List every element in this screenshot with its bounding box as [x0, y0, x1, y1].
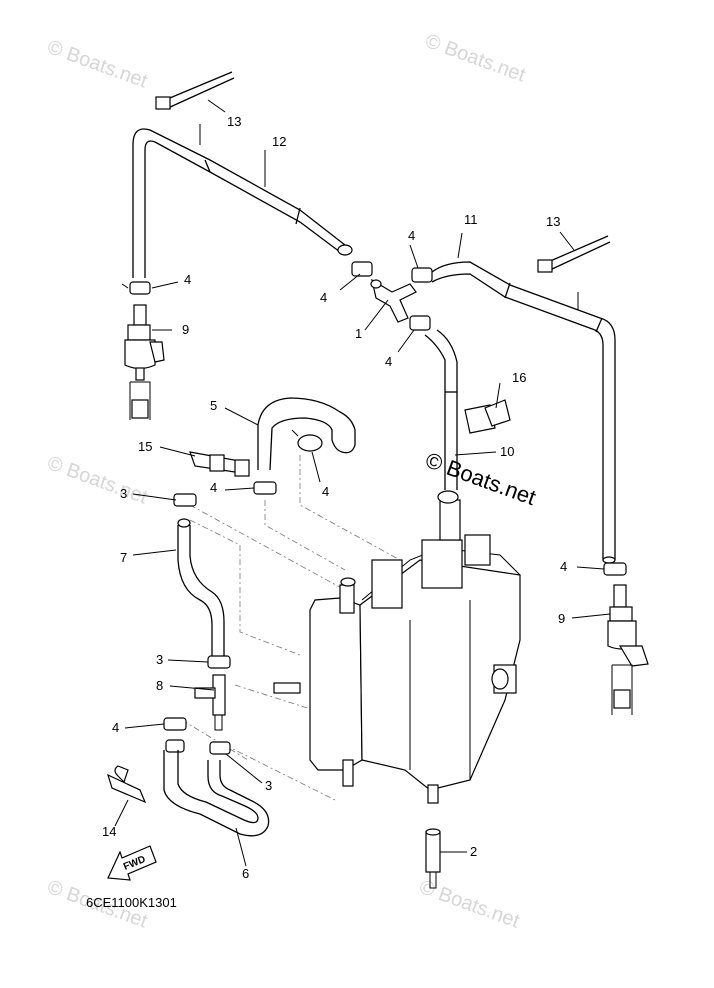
clamp-4-left-top — [121, 281, 151, 295]
callout-6: 6 — [242, 866, 249, 881]
vapor-separator-body — [273, 490, 521, 804]
hose-6 — [163, 750, 270, 837]
watermark-top-left: © Boats.net — [44, 36, 150, 93]
callout-10: 10 — [500, 444, 514, 459]
clamp-3-mid — [207, 655, 231, 669]
callout-2: 2 — [470, 844, 477, 859]
hose-12 — [132, 128, 353, 278]
callout-7: 7 — [120, 550, 127, 565]
callout-4-hose5-left: 4 — [210, 480, 217, 495]
callout-4-center-bottom: 4 — [385, 354, 392, 369]
clamp-4-bottom-left — [163, 717, 187, 753]
callout-3-mid: 3 — [156, 652, 163, 667]
watermark-mid-left: © Boats.net — [44, 452, 150, 509]
callout-4-center-top: 4 — [408, 228, 415, 243]
cable-tie-13-left — [155, 71, 235, 110]
callout-12: 12 — [272, 134, 286, 149]
leader-lines — [114, 99, 611, 867]
clip-14 — [107, 765, 147, 804]
clamp-3-bottom — [209, 741, 231, 755]
callout-13-left: 13 — [227, 114, 241, 129]
callout-16: 16 — [512, 370, 526, 385]
callout-11: 11 — [464, 212, 478, 227]
callout-14: 14 — [102, 824, 116, 839]
callout-3-bottom: 3 — [265, 778, 272, 793]
cable-tie-13-right — [537, 235, 611, 273]
hose-10 — [424, 329, 458, 490]
clamp-3-top — [173, 493, 197, 507]
callout-4-left-top: 4 — [184, 272, 191, 287]
connector-9-left — [124, 304, 165, 420]
watermark-bottom-right: © Boats.net — [416, 876, 522, 933]
callout-9-left: 9 — [182, 322, 189, 337]
connector-9-right — [607, 584, 649, 715]
clip-16 — [464, 399, 511, 434]
clip-15 — [189, 451, 250, 477]
drain-plug-2 — [425, 828, 441, 889]
fwd-arrow-icon: FWD — [107, 845, 157, 881]
callout-9-right: 9 — [558, 611, 565, 626]
hose-5 — [257, 397, 356, 471]
callout-8: 8 — [156, 678, 163, 693]
hose-11 — [431, 261, 616, 564]
clamp-4-right — [603, 562, 627, 576]
clamp-4-hose5-left — [253, 481, 277, 495]
watermark-top-right: © Boats.net — [422, 30, 528, 87]
callout-13-right: 13 — [546, 214, 560, 229]
clamp-4-hose5-right — [291, 429, 323, 452]
joint-1 — [351, 261, 433, 331]
callout-5: 5 — [210, 398, 217, 413]
callout-4-center-left: 4 — [320, 290, 327, 305]
callout-4-hose5-right: 4 — [322, 484, 329, 499]
callout-3-top: 3 — [120, 486, 127, 501]
hose-7 — [177, 518, 225, 660]
joint-8 — [194, 674, 226, 731]
callout-4-right: 4 — [560, 559, 567, 574]
callout-15: 15 — [138, 439, 152, 454]
callout-4-bottom-left: 4 — [112, 720, 119, 735]
callout-1: 1 — [355, 326, 362, 341]
diagram-code: 6CE1100K1301 — [86, 895, 177, 910]
reference-lines — [181, 455, 406, 801]
